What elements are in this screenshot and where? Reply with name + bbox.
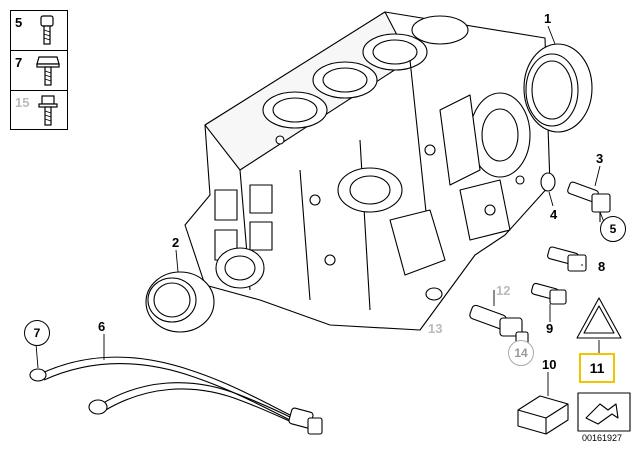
socket-bolt-icon xyxy=(40,15,54,45)
rear-seal-ring xyxy=(523,43,593,133)
knock-sensor-right xyxy=(88,399,108,415)
diagram-reference-number: 00161927 xyxy=(582,433,623,443)
callout-9[interactable]: 9 xyxy=(546,321,554,336)
callout-10[interactable]: 10 xyxy=(542,357,557,372)
o-ring-13 xyxy=(425,287,443,301)
legend-item-7[interactable]: 7 xyxy=(11,50,67,90)
knock-sensor-left xyxy=(29,368,47,382)
hex-bolt-icon xyxy=(36,56,60,86)
callout-14-circled[interactable]: 14 xyxy=(508,340,534,366)
callout-12[interactable]: 12 xyxy=(496,283,511,298)
callout-2[interactable]: 2 xyxy=(172,235,180,250)
temperature-sender xyxy=(531,282,567,305)
callout-1[interactable]: 1 xyxy=(544,11,552,26)
crankshaft-sensor xyxy=(567,181,611,222)
callout-3[interactable]: 3 xyxy=(596,151,604,166)
arrow-icon xyxy=(585,403,619,425)
front-seal-ring xyxy=(145,271,215,333)
legend-item-15[interactable]: 15 xyxy=(11,90,67,130)
warning-label-triangle xyxy=(576,297,622,339)
engine-block xyxy=(184,11,551,331)
reference-arrow-box xyxy=(577,392,631,432)
callout-7-circled[interactable]: 7 xyxy=(24,320,50,346)
solenoid-valve xyxy=(469,304,529,347)
callout-11-highlighted[interactable]: 11 xyxy=(579,353,615,383)
parts-box xyxy=(517,395,569,435)
o-ring-4 xyxy=(540,172,556,192)
fastener-legend: 5 7 15 xyxy=(10,10,68,130)
knock-sensor-harness xyxy=(39,356,295,424)
callout-5-circled[interactable]: 5 xyxy=(600,216,626,242)
legend-item-5[interactable]: 5 xyxy=(11,11,67,50)
callout-13[interactable]: 13 xyxy=(428,321,443,336)
oil-pressure-switch xyxy=(547,246,587,272)
callout-8[interactable]: 8 xyxy=(598,259,606,274)
legend-number: 5 xyxy=(15,15,23,30)
callout-4[interactable]: 4 xyxy=(550,207,558,222)
legend-number: 15 xyxy=(15,95,30,110)
flange-bolt-icon xyxy=(38,95,58,126)
legend-number: 7 xyxy=(15,55,23,70)
harness-connector xyxy=(288,407,323,435)
callout-6[interactable]: 6 xyxy=(98,319,106,334)
